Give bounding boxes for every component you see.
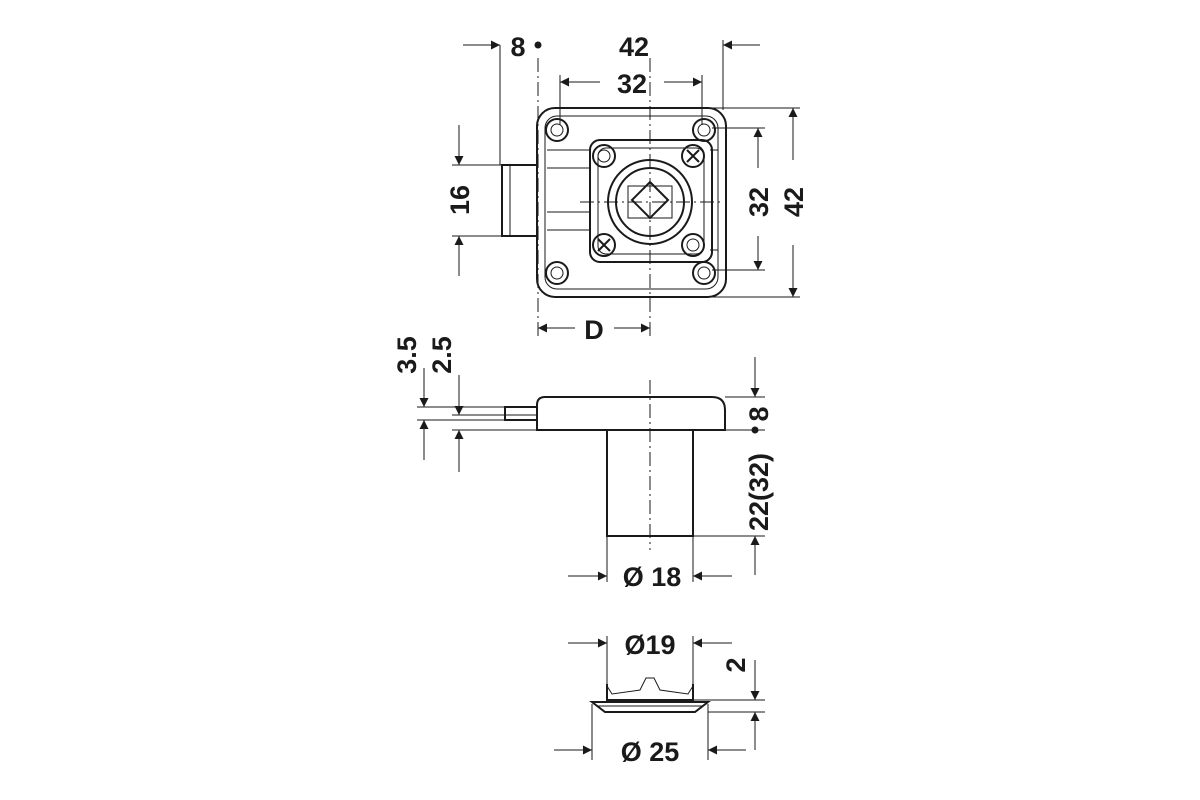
dimension-2-rose: 2 [693,657,765,750]
dimension-d19: Ø19 [568,630,732,690]
dim-label-16: 16 [445,185,475,215]
dimension-backset-d: D [538,315,650,345]
dimension-d18: Ø 18 [568,536,732,592]
dim-label-3-5: 3.5 [392,336,422,374]
rose-part [589,677,711,713]
dimension-d25: Ø 25 [554,704,746,767]
dimension-8-side: 8 [725,357,774,434]
dim-label-2-5: 2.5 [427,336,457,374]
lock-front-view [501,58,727,340]
side-bolt-outline [504,406,537,421]
dimension-32-right: 32 [712,127,774,271]
dim-label-8-top: 8 [510,32,525,62]
screw-hole-bottom-right [681,233,705,257]
mounting-hole-bottom-right [692,261,716,285]
dim-label-d: D [584,315,604,345]
lock-body-outline [536,107,727,298]
side-body-outline [536,396,726,431]
rose-collar-outline [606,684,694,701]
dim-label-d19: Ø19 [624,630,675,660]
screw-cross-top-right [681,144,705,168]
dimension-3-5: 3.5 [392,336,505,460]
bolt-outline [501,164,537,237]
mounting-hole-top-right [692,118,716,142]
dim-label-32-right: 32 [744,187,774,217]
dimension-16: 16 [445,125,502,276]
dimension-42-top: 42 [463,32,760,165]
lock-side-view [504,380,726,550]
dim-label-42-top: 42 [619,32,649,62]
dim-label-42-right: 42 [779,187,809,217]
dim-label-d25: Ø 25 [621,737,680,767]
dim-label-22-32: 22(32) [744,453,774,531]
screw-cross-bottom-left [592,233,616,257]
dim-label-d18: Ø 18 [623,562,682,592]
dimension-32-top: 32 [559,69,703,125]
dimension-22-32: 22(32) [693,453,774,575]
screw-hole-top-left [592,144,616,168]
dimension-2-5: 2.5 [427,336,537,472]
dimension-42-right: 42 [712,107,809,298]
cylinder-housing [589,139,713,263]
rose-flange-outline [589,701,711,713]
dim-label-32-top: 32 [617,69,647,99]
dim-label-2-rose: 2 [721,657,751,672]
mounting-hole-top-left [545,118,569,142]
dim-label-8-side: 8 [744,406,774,421]
mounting-hole-bottom-left [545,261,569,285]
dimension-8-top: 8 [510,32,542,62]
keyway-icon [630,180,670,220]
